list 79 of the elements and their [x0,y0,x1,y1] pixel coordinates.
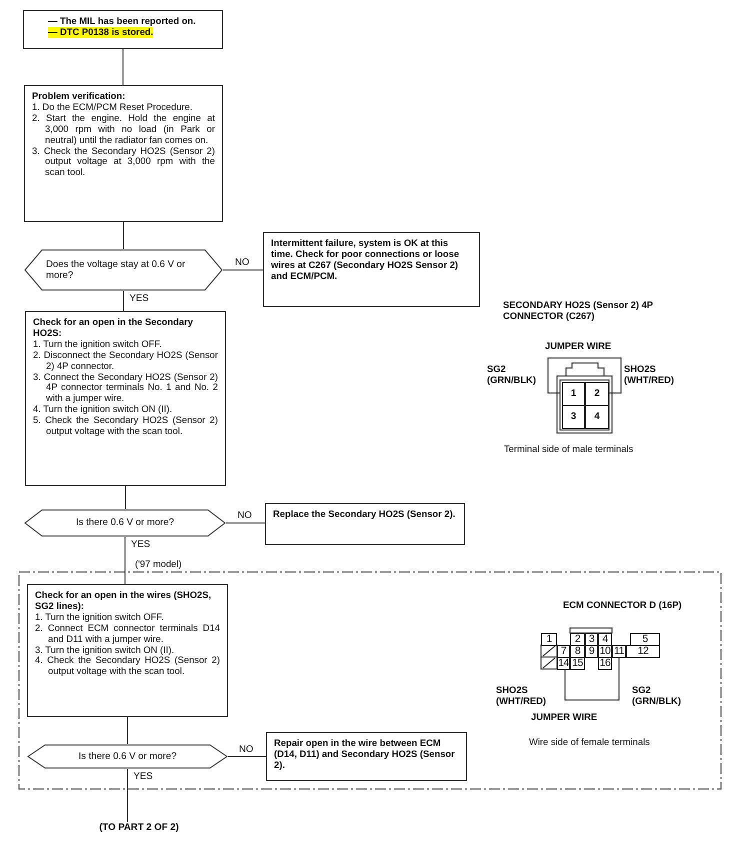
wire-label: JUMPER WIRE [531,711,598,722]
terminal-number: 2 [585,382,609,406]
process-box [263,232,480,307]
process-box [24,85,223,222]
decision-hexagon [27,744,228,769]
wire-label: SG2 (GRN/BLK) [632,684,682,706]
terminal-number: 4 [598,633,612,646]
process-box [265,503,465,545]
step-text: 3. Connect the Secondary HO2S (Sensor 2) 4P connector terminals No. 1 and No. 2 with a jumper wire. [33,372,218,404]
connector-line [226,522,266,524]
terminal-number: 1 [541,633,557,646]
connector-title: ECM CONNECTOR D (16P) [563,599,682,610]
wire-label: SHO2S (WHT/RED) [496,684,547,706]
terminal-number: 5 [630,633,660,646]
connector-line [122,48,124,86]
edge-label: YES [128,293,150,304]
connector-line [124,536,126,584]
step-text: 4. Check the Secondary HO2S (Sensor 2) output voltage with the scan tool. [35,655,220,678]
step-text: 3. Turn the ignition switch ON (II). [35,644,176,656]
terminal-number: 9 [585,645,598,658]
question-text: Does the voltage stay at 0.6 V or more? [45,258,186,282]
connector-title: SECONDARY HO2S (Sensor 2) 4P CONNECTOR (C267) [503,299,654,321]
terminal-number: 11 [612,645,626,658]
connector-line [127,716,128,744]
step-text: 3. Check the Secondary HO2S (Sensor 2) output voltage at 3,000 rpm with the scan tool. [32,146,215,178]
frame-label: ('97 model) [135,558,182,569]
decision-hexagon [24,249,223,291]
terminal-number: 3 [562,405,585,429]
terminal-number: 7 [557,645,570,658]
wire-label: JUMPER WIRE [545,340,612,351]
process-box [266,732,467,781]
edge-label: NO [236,510,253,521]
edge-label: YES [132,771,154,782]
edge-label: YES [130,539,152,550]
edge-label: NO [238,744,254,754]
step-text: 1. Turn the ignition switch OFF. [35,612,165,623]
terminal-number: 1 [562,382,585,406]
question-text: Is there 0.6 V or more? [74,517,176,529]
process-box [27,584,228,717]
connector-line [125,486,126,510]
dash-dot-frame [18,558,722,790]
view-note: Terminal side of male terminals [504,443,634,454]
terminal-number: 3 [585,633,598,646]
process-box [25,311,226,486]
box-text: Replace the Secondary HO2S (Sensor 2). [273,509,456,520]
terminal-number: 4 [585,405,609,429]
box-text: Repair open in the wire between ECM (D14, D11) and Secondary HO2S (Sensor 2). [274,738,456,771]
terminal-number: 14 [557,657,570,670]
view-note: Wire side of female terminals [529,736,650,747]
step-text: 4. Turn the ignition switch ON (II). [33,404,174,416]
box-text: Intermittent failure, system is OK at this time. Check for poor connections or loose wires at C267 (Secondary HO2S Sensor 2) and ECM/PCM. [271,238,460,282]
step-text: 1. Do the ECM/PCM Reset Procedure. [32,102,194,113]
connector-line [228,756,266,757]
terminal-number: 12 [626,645,660,658]
connector-line [123,222,124,250]
step-text: 1. Turn the ignition switch OFF. [33,338,163,350]
wire-label: SG2 (GRN/BLK) [487,363,537,385]
box-text: — DTC P0138 is stored. [48,26,154,38]
connector-line [123,290,124,312]
box-text: — The MIL has been reported on. [48,16,197,27]
step-text: 2. Connect ECM connector terminals D14 and D11 with a jumper wire. [35,622,220,645]
wire-label: SHO2S (WHT/RED) [624,363,675,385]
terminal-number: 16 [598,657,612,670]
step-text: 2. Disconnect the Secondary HO2S (Sensor 2) 4P connector. [33,350,218,372]
edge-label: NO [234,257,250,268]
process-box [23,10,223,49]
box-heading: Check for an open in the Secondary HO2S: [33,317,194,339]
box-heading: Problem verification: [32,91,126,102]
terminal-number: 10 [598,645,612,658]
decision-hexagon [24,509,226,537]
question-text: Is there 0.6 V or more? [77,750,178,762]
step-text: 5. Check the Secondary HO2S (Sensor 2) output voltage with the scan tool. [33,415,218,437]
box-heading: Check for an open in the wires (SHO2S, SG2 lines): [35,590,212,612]
connector-line [127,768,128,822]
terminal-number: 8 [570,645,585,658]
terminal-number: 2 [570,633,585,646]
step-text: 2. Start the engine. Hold the engine at 3,000 rpm with no load (in Park or neutral) until the radiator fan comes on. [32,112,215,146]
terminal-number: 15 [570,657,585,670]
continuation-note: (TO PART 2 OF 2) [84,822,194,834]
